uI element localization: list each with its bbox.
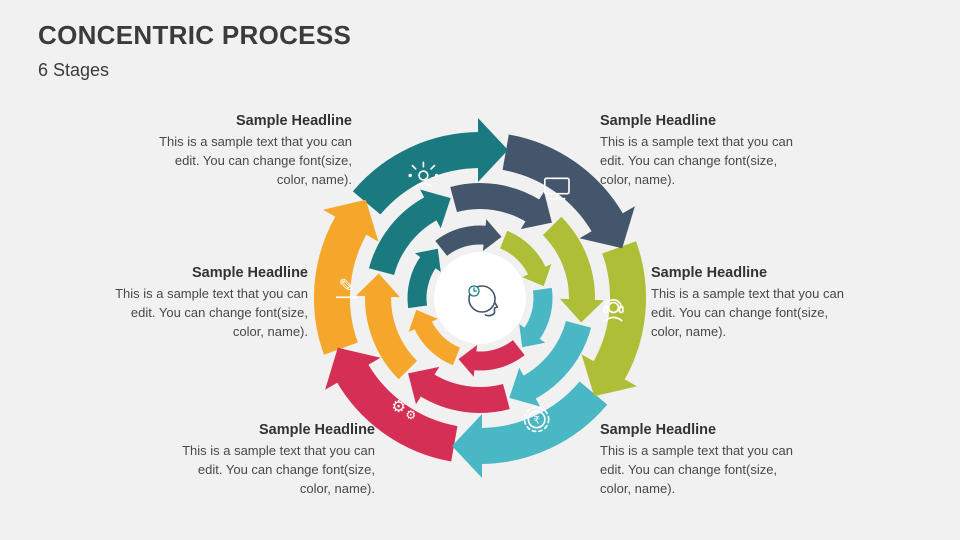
process-arrowhead-top-left xyxy=(420,189,451,229)
process-arrowhead-middle-left xyxy=(356,273,400,298)
stage-body: This is a sample text that you can edit.… xyxy=(182,443,375,496)
pencil-drafting-icon: ✎ xyxy=(335,276,358,299)
arrowheads-layer xyxy=(323,118,637,478)
process-arc-bottom-right xyxy=(479,381,608,464)
slide-header: CONCENTRIC PROCESS 6 Stages xyxy=(38,20,351,81)
process-arrowhead-middle-left xyxy=(408,309,438,332)
process-arrowhead-bottom-right xyxy=(519,324,546,348)
process-arc-top-left xyxy=(368,196,439,276)
svg-text:⚙: ⚙ xyxy=(391,397,406,416)
stage-headline: Sample Headline xyxy=(651,265,768,281)
page-subtitle: 6 Stages xyxy=(38,60,110,80)
process-arrowhead-top-left xyxy=(414,248,441,272)
svg-text:⚙: ⚙ xyxy=(405,408,416,422)
diagram-center-circle xyxy=(434,252,526,344)
process-arc-middle-left xyxy=(313,215,368,355)
process-arc-top-right xyxy=(450,183,541,223)
stage-headline: Sample Headline xyxy=(600,422,717,438)
process-arc-bottom-left xyxy=(336,362,458,462)
process-arrowhead-bottom-left xyxy=(408,366,440,405)
process-arc-bottom-left xyxy=(419,373,510,413)
process-arrowhead-middle-right xyxy=(522,264,552,287)
stage-block-middle-right: Sample Headline This is a sample text th… xyxy=(651,265,851,342)
idea-person-icon xyxy=(408,161,439,188)
segment-icons-layer: ₹ ⚙ ⚙ ✎ xyxy=(335,161,624,433)
rupee-coin-icon: ₹ xyxy=(523,406,550,433)
stage-body: This is a sample text that you can edit.… xyxy=(115,286,308,339)
process-arc-top-left xyxy=(352,132,481,215)
process-arc-bottom-right xyxy=(521,320,592,400)
svg-text:✎: ✎ xyxy=(339,276,355,297)
process-arc-top-left xyxy=(407,255,437,309)
thinking-head-icon xyxy=(468,285,499,317)
stage-headline: Sample Headline xyxy=(191,265,308,281)
process-arrowhead-bottom-right xyxy=(509,367,540,407)
process-arc-top-right xyxy=(435,225,488,257)
computer-monitor-icon xyxy=(543,177,570,200)
process-arc-middle-right xyxy=(499,230,547,277)
gears-icon: ⚙ ⚙ xyxy=(391,397,416,422)
stage-body: This is a sample text that you can edit.… xyxy=(600,134,793,187)
process-arc-top-right xyxy=(502,134,624,234)
stage-block-top-left: Sample Headline This is a sample text th… xyxy=(148,113,352,190)
stage-body: This is a sample text that you can edit.… xyxy=(600,443,793,496)
process-arc-middle-left xyxy=(413,319,461,366)
process-arrowhead-top-right xyxy=(482,219,502,251)
process-arrowhead-middle-left xyxy=(323,199,379,242)
stage-headline: Sample Headline xyxy=(258,422,375,438)
process-arc-bottom-right xyxy=(523,287,553,341)
process-arrowhead-bottom-right xyxy=(452,414,482,478)
page-title: CONCENTRIC PROCESS xyxy=(38,20,352,50)
stage-block-bottom-left: Sample Headline This is a sample text th… xyxy=(170,422,375,499)
stage-headline: Sample Headline xyxy=(600,113,717,129)
process-arrowhead-top-left xyxy=(478,118,508,182)
arc-segments-layer xyxy=(313,132,647,464)
concentric-process-diagram: ₹ ⚙ ⚙ ✎ xyxy=(313,118,647,478)
process-arc-middle-left xyxy=(365,293,418,380)
process-arc-middle-right xyxy=(542,216,595,303)
stage-body: This is a sample text that you can edit.… xyxy=(651,286,844,339)
process-arrowhead-bottom-left xyxy=(458,345,478,377)
stage-block-top-right: Sample Headline This is a sample text th… xyxy=(600,113,800,190)
process-arrowhead-middle-right xyxy=(560,298,604,323)
stage-block-bottom-right: Sample Headline This is a sample text th… xyxy=(600,422,800,499)
process-arrowhead-middle-right xyxy=(581,354,637,397)
process-arrowhead-top-right xyxy=(520,191,552,230)
stage-block-middle-left: Sample Headline This is a sample text th… xyxy=(103,265,308,342)
process-arc-middle-right xyxy=(592,241,647,381)
process-arc-bottom-left xyxy=(472,339,525,371)
stage-body: This is a sample text that you can edit.… xyxy=(159,134,352,187)
process-arrowhead-bottom-left xyxy=(325,347,381,390)
support-headset-icon xyxy=(603,299,624,322)
svg-text:₹: ₹ xyxy=(533,415,539,426)
stage-headline: Sample Headline xyxy=(235,113,352,129)
process-arrowhead-top-right xyxy=(579,206,635,249)
